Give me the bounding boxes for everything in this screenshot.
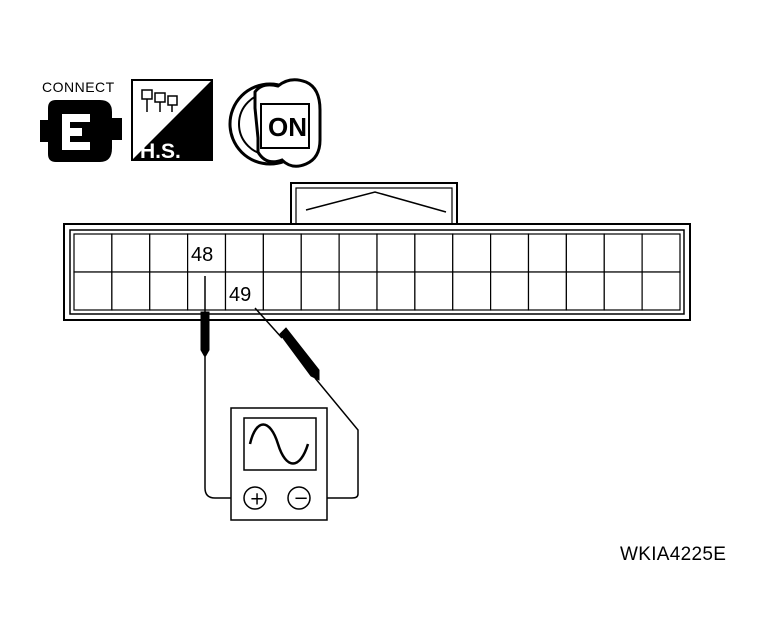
connector-cavity (527, 271, 567, 311)
scope-screen (243, 417, 317, 471)
connector-cavity (565, 271, 605, 311)
oscilloscope: + − (230, 407, 328, 521)
connector-cavity (149, 271, 189, 311)
connector-cavity (73, 271, 113, 311)
positive-terminal-icon (243, 486, 267, 510)
negative-terminal-icon (287, 486, 311, 510)
positive-terminal-label: + (250, 489, 265, 510)
connector-cavity (338, 233, 378, 273)
ignition-key-on-icon: ON (228, 78, 322, 168)
connector-cavity-grid (73, 233, 681, 311)
connector-cavity (565, 233, 605, 273)
connector-cavity (376, 233, 416, 273)
connector-face: 48 49 (63, 182, 691, 321)
connector-cavity (641, 233, 681, 273)
connector-cavity (527, 233, 567, 273)
connector-cavity (452, 271, 492, 311)
lead-positive (204, 357, 244, 499)
negative-terminal-label: − (294, 488, 309, 509)
connector-cavity (111, 233, 151, 273)
connector-cavity (300, 233, 340, 273)
connector-cavity (414, 271, 454, 311)
connector-cavity (111, 271, 151, 311)
connector-cavity (641, 271, 681, 311)
connect-label: CONNECT (42, 79, 115, 95)
figure-id: WKIA4225E (620, 544, 727, 565)
on-label: ON (268, 112, 307, 142)
probe-leads (200, 276, 359, 499)
connector-cavity (73, 233, 113, 273)
connector-cavity (262, 233, 302, 273)
connector-cavity (490, 233, 530, 273)
connector-cavity (300, 271, 340, 311)
harness-side-icon: H.S. (131, 79, 213, 163)
connector-cavity (224, 233, 264, 273)
probe-handle-negative (279, 327, 320, 381)
hs-label: H.S. (140, 140, 181, 163)
connector-cavity (338, 271, 378, 311)
lead-negative (310, 377, 359, 499)
connector-cavity (603, 271, 643, 311)
pin-48-label: 48 (191, 244, 213, 266)
connector-cavity (187, 233, 227, 273)
connector-cavity (262, 271, 302, 311)
connector-cavity (414, 233, 454, 273)
connector-cavity (490, 271, 530, 311)
connector-cavity (187, 271, 227, 311)
connector-cavity (149, 233, 189, 273)
sine-wave-icon (248, 423, 310, 465)
probe-handle-positive (200, 311, 210, 359)
connector-cavity (452, 233, 492, 273)
pin-49-label: 49 (229, 284, 251, 306)
connector-cavity (603, 233, 643, 273)
connector-cavity (376, 271, 416, 311)
probe-tip-negative (254, 307, 283, 339)
connector-connect-icon: CONNECT (40, 79, 122, 162)
